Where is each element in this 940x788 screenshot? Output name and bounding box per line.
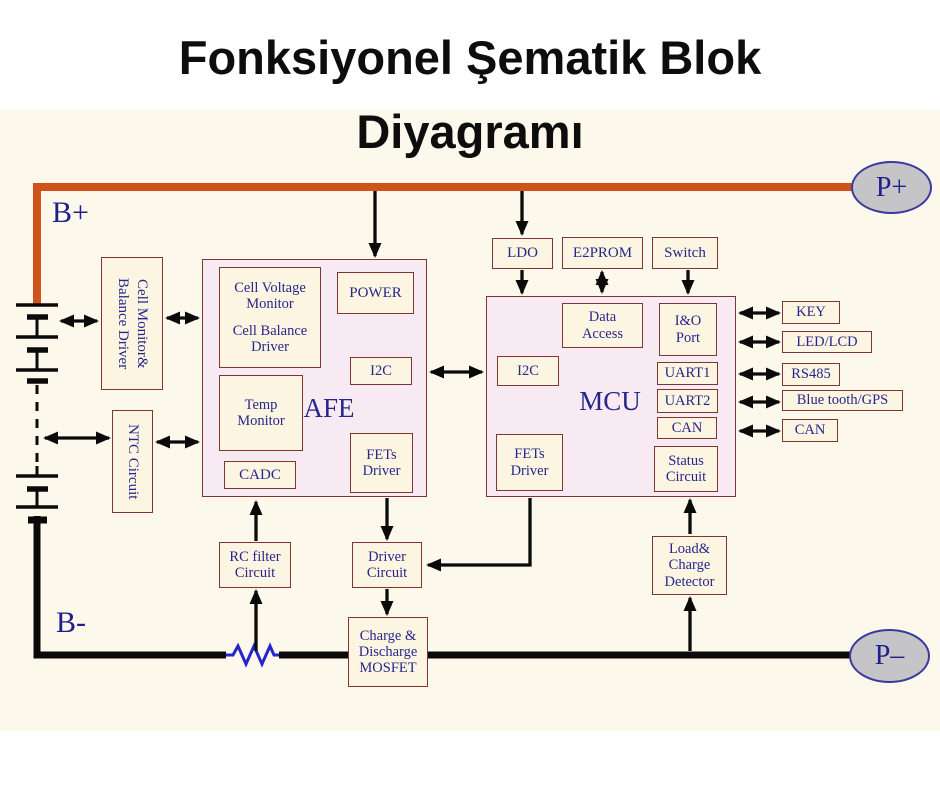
cell-voltage-balance-box: Cell Voltage Monitor Cell Balance Driver xyxy=(219,267,321,368)
cadc-box: CADC xyxy=(224,461,296,489)
led-lcd-box: LED/LCD xyxy=(782,331,872,353)
mcu-fets-driver-box: FETs Driver xyxy=(496,434,563,491)
resistor-icon xyxy=(226,642,279,668)
afe-label: AFE xyxy=(303,392,355,423)
p-plus-terminal: P+ xyxy=(851,161,932,214)
signal-arrows xyxy=(43,191,781,651)
data-access-box: Data Access xyxy=(562,303,643,348)
mcu-label: MCU xyxy=(579,385,641,416)
page-title-line2: Diyagramı xyxy=(356,105,584,158)
cell-voltage-monitor-label: Cell Voltage Monitor xyxy=(234,280,306,313)
switch-box: Switch xyxy=(652,237,718,269)
uart2-box: UART2 xyxy=(657,389,718,413)
mcu-can-box: CAN xyxy=(657,417,717,439)
afe-fets-driver-box: FETs Driver xyxy=(350,433,413,493)
charge-discharge-mosfet-box: Charge & Discharge MOSFET xyxy=(348,617,428,687)
bluetooth-gps-box: Blue tooth/GPS xyxy=(782,390,903,411)
bminus-label: B- xyxy=(56,606,86,639)
bplus-label: B+ xyxy=(52,196,89,229)
temp-monitor-box: Temp Monitor xyxy=(219,375,303,451)
io-port-box: I&O Port xyxy=(659,303,717,356)
status-circuit-box: Status Circuit xyxy=(654,446,718,492)
bminus-wire xyxy=(33,516,226,659)
bplus-wire xyxy=(33,183,852,304)
afe-i2c-box: I2C xyxy=(350,357,412,385)
rc-filter-circuit-box: RC filter Circuit xyxy=(219,542,291,588)
cell-monitor-balance-driver-box: Cell Monitor& Balance Driver xyxy=(101,257,163,390)
power-box: POWER xyxy=(337,272,414,314)
uart1-box: UART1 xyxy=(657,362,718,385)
can-box: CAN xyxy=(782,419,838,442)
ldo-box: LDO xyxy=(492,238,553,269)
key-box: KEY xyxy=(782,301,840,324)
driver-circuit-box: Driver Circuit xyxy=(352,542,422,588)
ntc-circuit-box: NTC Circuit xyxy=(112,410,153,513)
cell-balance-driver-label: Cell Balance Driver xyxy=(232,322,308,355)
load-charge-detector-box: Load& Charge Detector xyxy=(652,536,727,595)
mcu-i2c-box: I2C xyxy=(497,356,559,386)
rs485-box: RS485 xyxy=(782,363,840,386)
e2prom-box: E2PROM xyxy=(562,237,643,269)
battery-stack-icon xyxy=(16,303,58,524)
p-minus-terminal: P– xyxy=(849,629,930,683)
page-title-line1: Fonksiyonel Şematik Blok xyxy=(178,31,762,84)
